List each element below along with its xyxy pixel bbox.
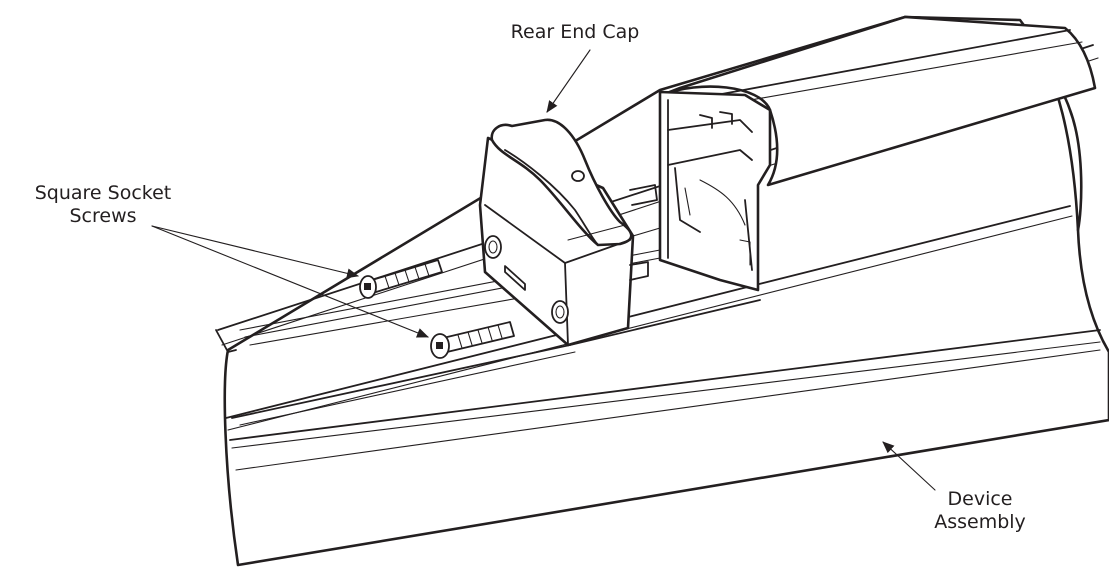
screw-socket bbox=[436, 342, 443, 349]
end-cap-screw-hole-inner bbox=[555, 305, 565, 319]
housing-edge-channel bbox=[225, 205, 1071, 419]
screw-thread bbox=[457, 324, 503, 349]
end-cap-screw-hole bbox=[551, 300, 569, 324]
end-cap-pin bbox=[629, 261, 649, 281]
profile-inner bbox=[744, 199, 753, 271]
end-cap-slot bbox=[504, 265, 526, 291]
end-cap-pin bbox=[571, 170, 585, 182]
rear-end-cap-label: Rear End Cap bbox=[511, 21, 640, 43]
profile-inner bbox=[699, 114, 713, 129]
device-assembly-label-line2: Assembly bbox=[934, 511, 1026, 533]
leader-screw-lower bbox=[151, 225, 429, 338]
leader-device-assembly bbox=[882, 441, 936, 491]
end-cap-pin bbox=[629, 184, 658, 206]
housing-edge-lower-2 bbox=[231, 341, 1101, 449]
housing-left-lip bbox=[215, 329, 237, 353]
housing-edge-lower bbox=[229, 329, 1101, 441]
profile-line bbox=[699, 29, 1071, 99]
screw-lower bbox=[430, 321, 515, 359]
profile-inner bbox=[667, 149, 753, 166]
profile-inner bbox=[739, 239, 751, 266]
leader-screw-upper bbox=[151, 225, 359, 279]
leader-rear-end-cap bbox=[546, 49, 591, 113]
end-cap-edge bbox=[564, 239, 631, 264]
end-cap-screw-hole-inner bbox=[488, 240, 498, 254]
rail-line bbox=[569, 299, 761, 346]
housing-edge-bottom bbox=[235, 349, 1101, 471]
end-cap-edge bbox=[567, 224, 626, 241]
rail-line bbox=[239, 351, 576, 426]
housing-edge-channel-2 bbox=[227, 215, 1073, 431]
profile-inner bbox=[699, 179, 746, 226]
rail-line bbox=[249, 289, 566, 346]
end-cap-top bbox=[490, 118, 633, 247]
rear-end-cap bbox=[478, 118, 661, 347]
end-cap-top-edge bbox=[504, 149, 599, 246]
profile-line bbox=[704, 41, 1083, 109]
profile-inner bbox=[667, 119, 753, 133]
extrusion-profile bbox=[658, 15, 1097, 292]
profile-inner bbox=[719, 111, 733, 125]
device-assembly-label-line1: Device bbox=[948, 488, 1013, 510]
profile-inner bbox=[684, 187, 691, 216]
end-cap-screw-hole bbox=[484, 235, 502, 259]
end-cap-edge bbox=[632, 227, 661, 237]
screw-upper bbox=[359, 259, 443, 299]
square-socket-screws-label-line2: Screws bbox=[69, 205, 136, 227]
screw-thread bbox=[384, 263, 430, 289]
screw-socket bbox=[364, 283, 371, 290]
rail-line bbox=[231, 344, 571, 419]
square-socket-screws-label-line1: Square Socket bbox=[35, 182, 172, 204]
profile-inner bbox=[674, 167, 701, 233]
